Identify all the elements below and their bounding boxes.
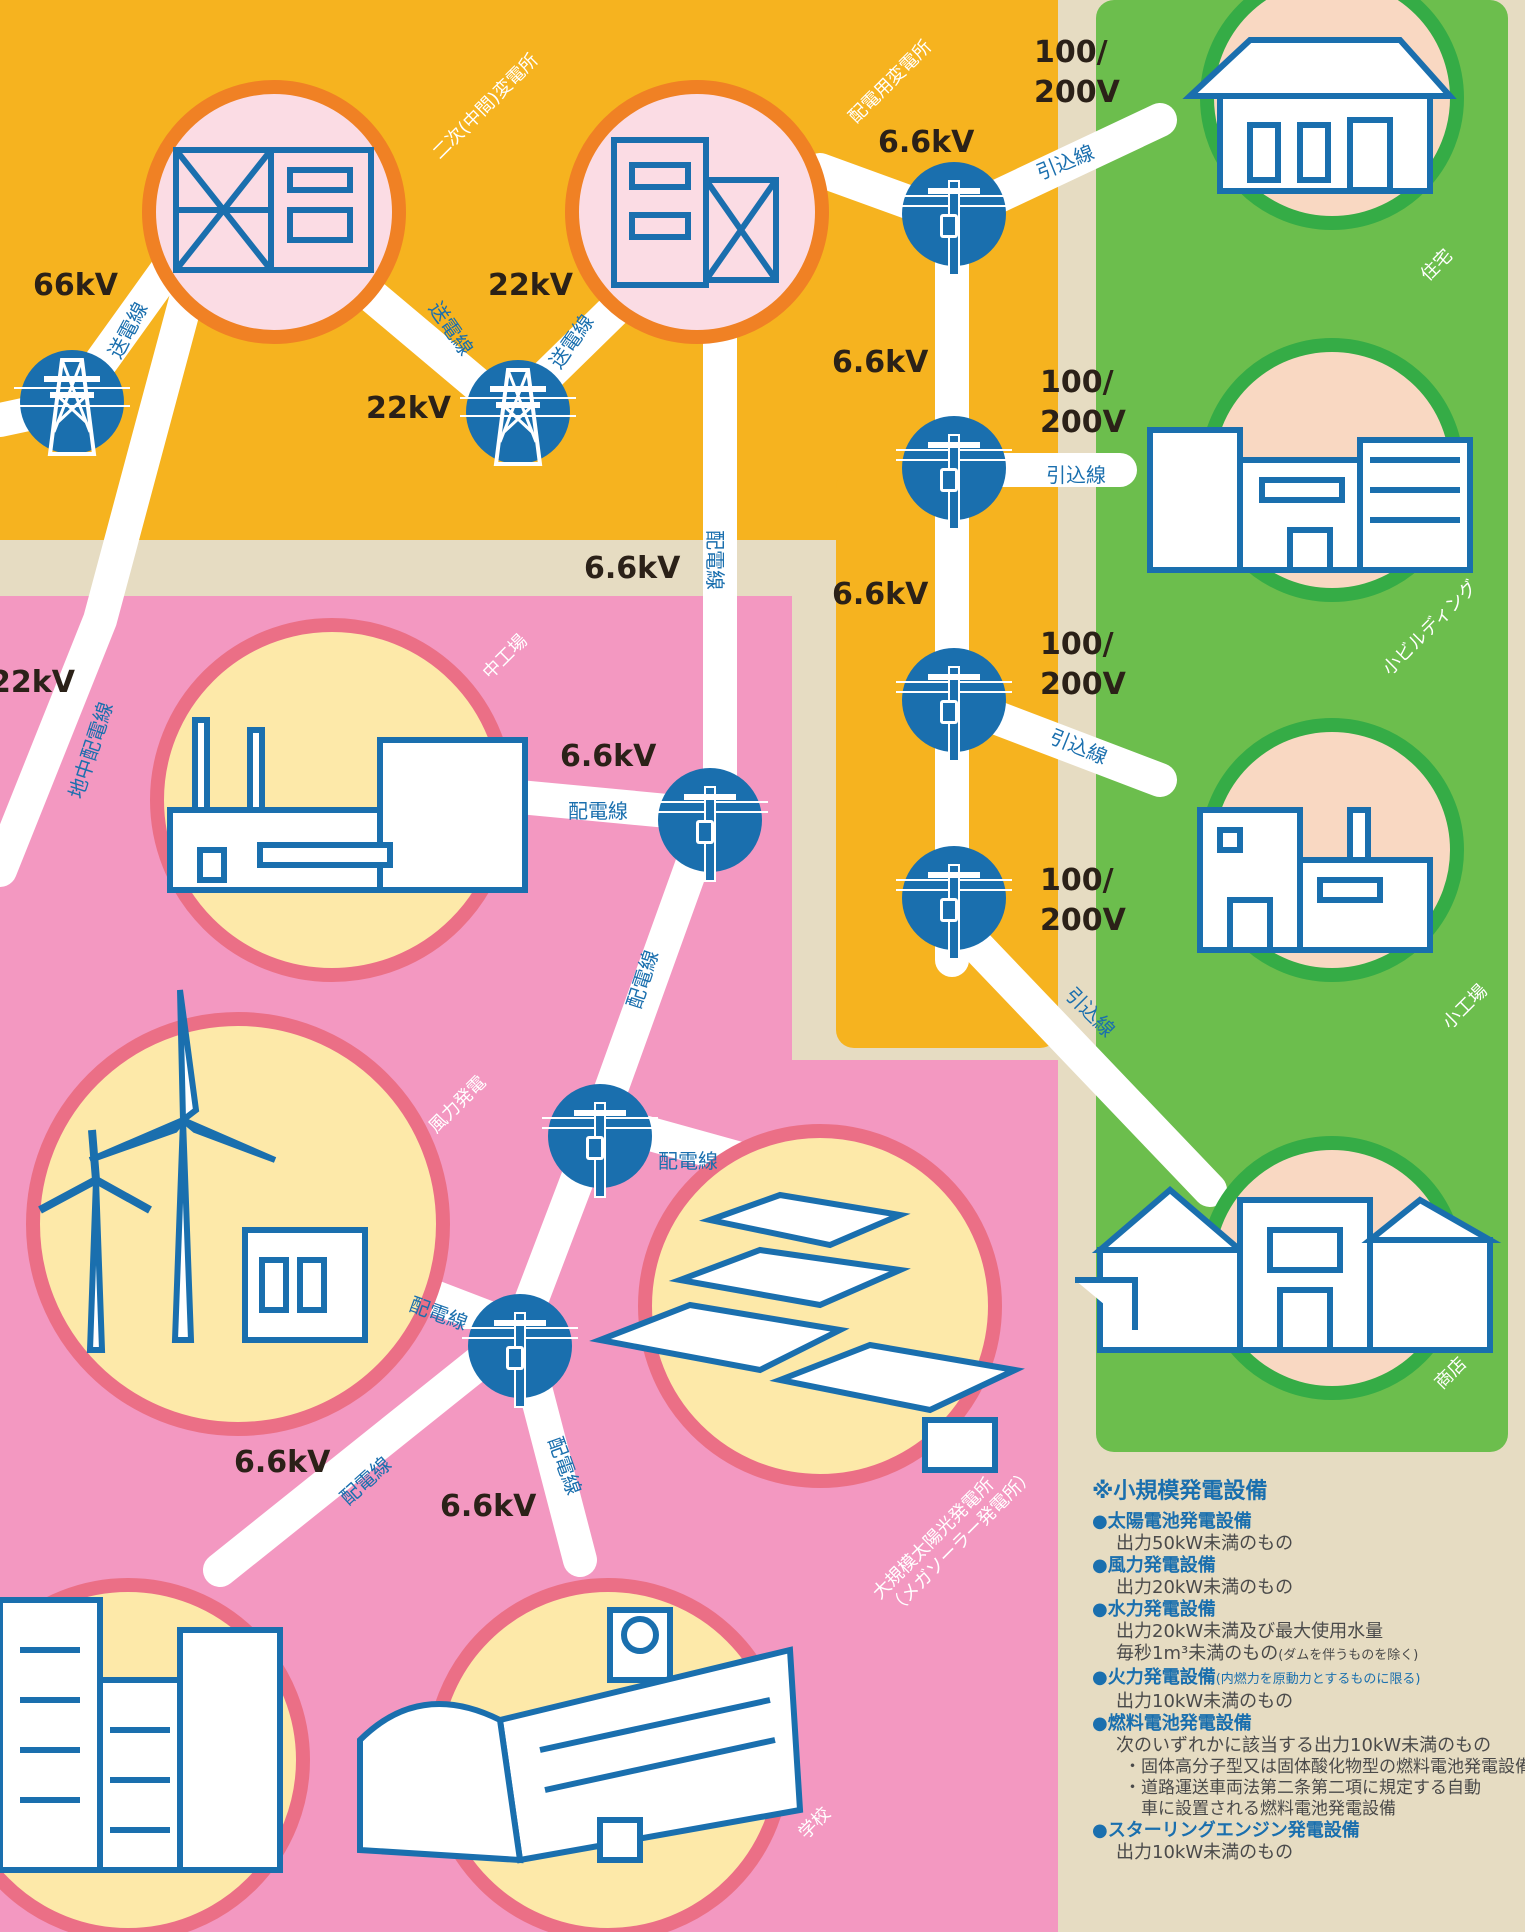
label-distribution-vertical: 配電線 [703,530,727,590]
legend-item-4-sub: ・固体高分子型又は固体酸化物型の燃料電池発電設備 [1124,1757,1525,1777]
legend-items: ●太陽電池発電設備出力50kW未満のもの●風力発電設備出力20kW未満のもの●水… [1092,1511,1525,1864]
label-distribution-solar: 配電線 [658,1149,718,1173]
legend-item-0-body: 出力50kW未満のもの [1116,1533,1294,1554]
voltage-22kv-bottom: 22kV [366,391,452,426]
legend-item-4-head: ●燃料電池発電設備 [1092,1713,1252,1734]
legend-item-4-body: 次のいずれかに該当する出力10kW未満のもの [1116,1735,1492,1756]
voltage-66kv: 66kV [33,268,119,303]
voltage-100-200v-4: 100/200V [1040,863,1127,938]
voltage-6-6kv-6: 6.6kV [234,1445,331,1480]
voltage-6-6kv-7: 6.6kV [440,1489,537,1524]
voltage-6-6kv-5: 6.6kV [560,739,657,774]
legend-title: ※小規模発電設備 [1092,1479,1268,1504]
voltage-6-6kv-2: 6.6kV [832,345,929,380]
mega-solar [589,1124,1025,1488]
school-building [357,1578,804,1932]
legend-item-2-head: ●水力発電設備 [1092,1599,1216,1620]
legend-item-4-sub: 車に設置される燃料電池発電設備 [1124,1799,1396,1819]
legend-item-2-body: 毎秒1m³未満のもの(ダムを伴うものを除く) [1116,1643,1419,1664]
voltage-6-6kv-4: 6.6kV [832,577,929,612]
small-factory [1197,718,1464,982]
legend-item-2-body: 出力20kW未満及び最大使用水量 [1116,1621,1384,1642]
substation-secondary [142,80,406,344]
label-distribution-factory: 配電線 [568,799,628,823]
medium-factory [150,618,528,982]
substation-distribution [565,80,829,344]
voltage-100-200v-1: 100/200V [1034,35,1121,110]
office-building [0,1578,310,1932]
label-service-building: 引込線 [1046,463,1106,487]
legend-item-3-body: 出力10kW未満のもの [1116,1691,1294,1712]
voltage-100-200v-3: 100/200V [1040,627,1127,702]
house-building [1182,0,1464,230]
legend-item-5-body: 出力10kW未満のもの [1116,1842,1294,1863]
shop-building [1075,1136,1502,1400]
legend-small-generation: ※小規模発電設備 ●太陽電池発電設備出力50kW未満のもの●風力発電設備出力20… [1092,1473,1525,1932]
legend-item-3-head: ●火力発電設備(内燃力を原動力とするものに限る) [1092,1667,1421,1688]
legend-item-1-head: ●風力発電設備 [1092,1555,1216,1576]
voltage-100-200v-2: 100/200V [1040,365,1127,440]
legend-item-5-head: ●スターリングエンジン発電設備 [1092,1820,1360,1841]
voltage-6-6kv-1: 6.6kV [878,125,975,160]
voltage-22kv-top: 22kV [488,268,574,303]
legend-item-1-body: 出力20kW未満のもの [1116,1577,1294,1598]
small-building [1147,338,1473,602]
wind-power [26,989,450,1436]
legend-item-0-head: ●太陽電池発電設備 [1092,1511,1252,1532]
voltage-22kv-left: 22kV [0,665,76,700]
legend-item-4-sub: ・道路運送車両法第二条第二項に規定する自動 [1124,1778,1481,1798]
voltage-6-6kv-3: 6.6kV [584,551,681,586]
